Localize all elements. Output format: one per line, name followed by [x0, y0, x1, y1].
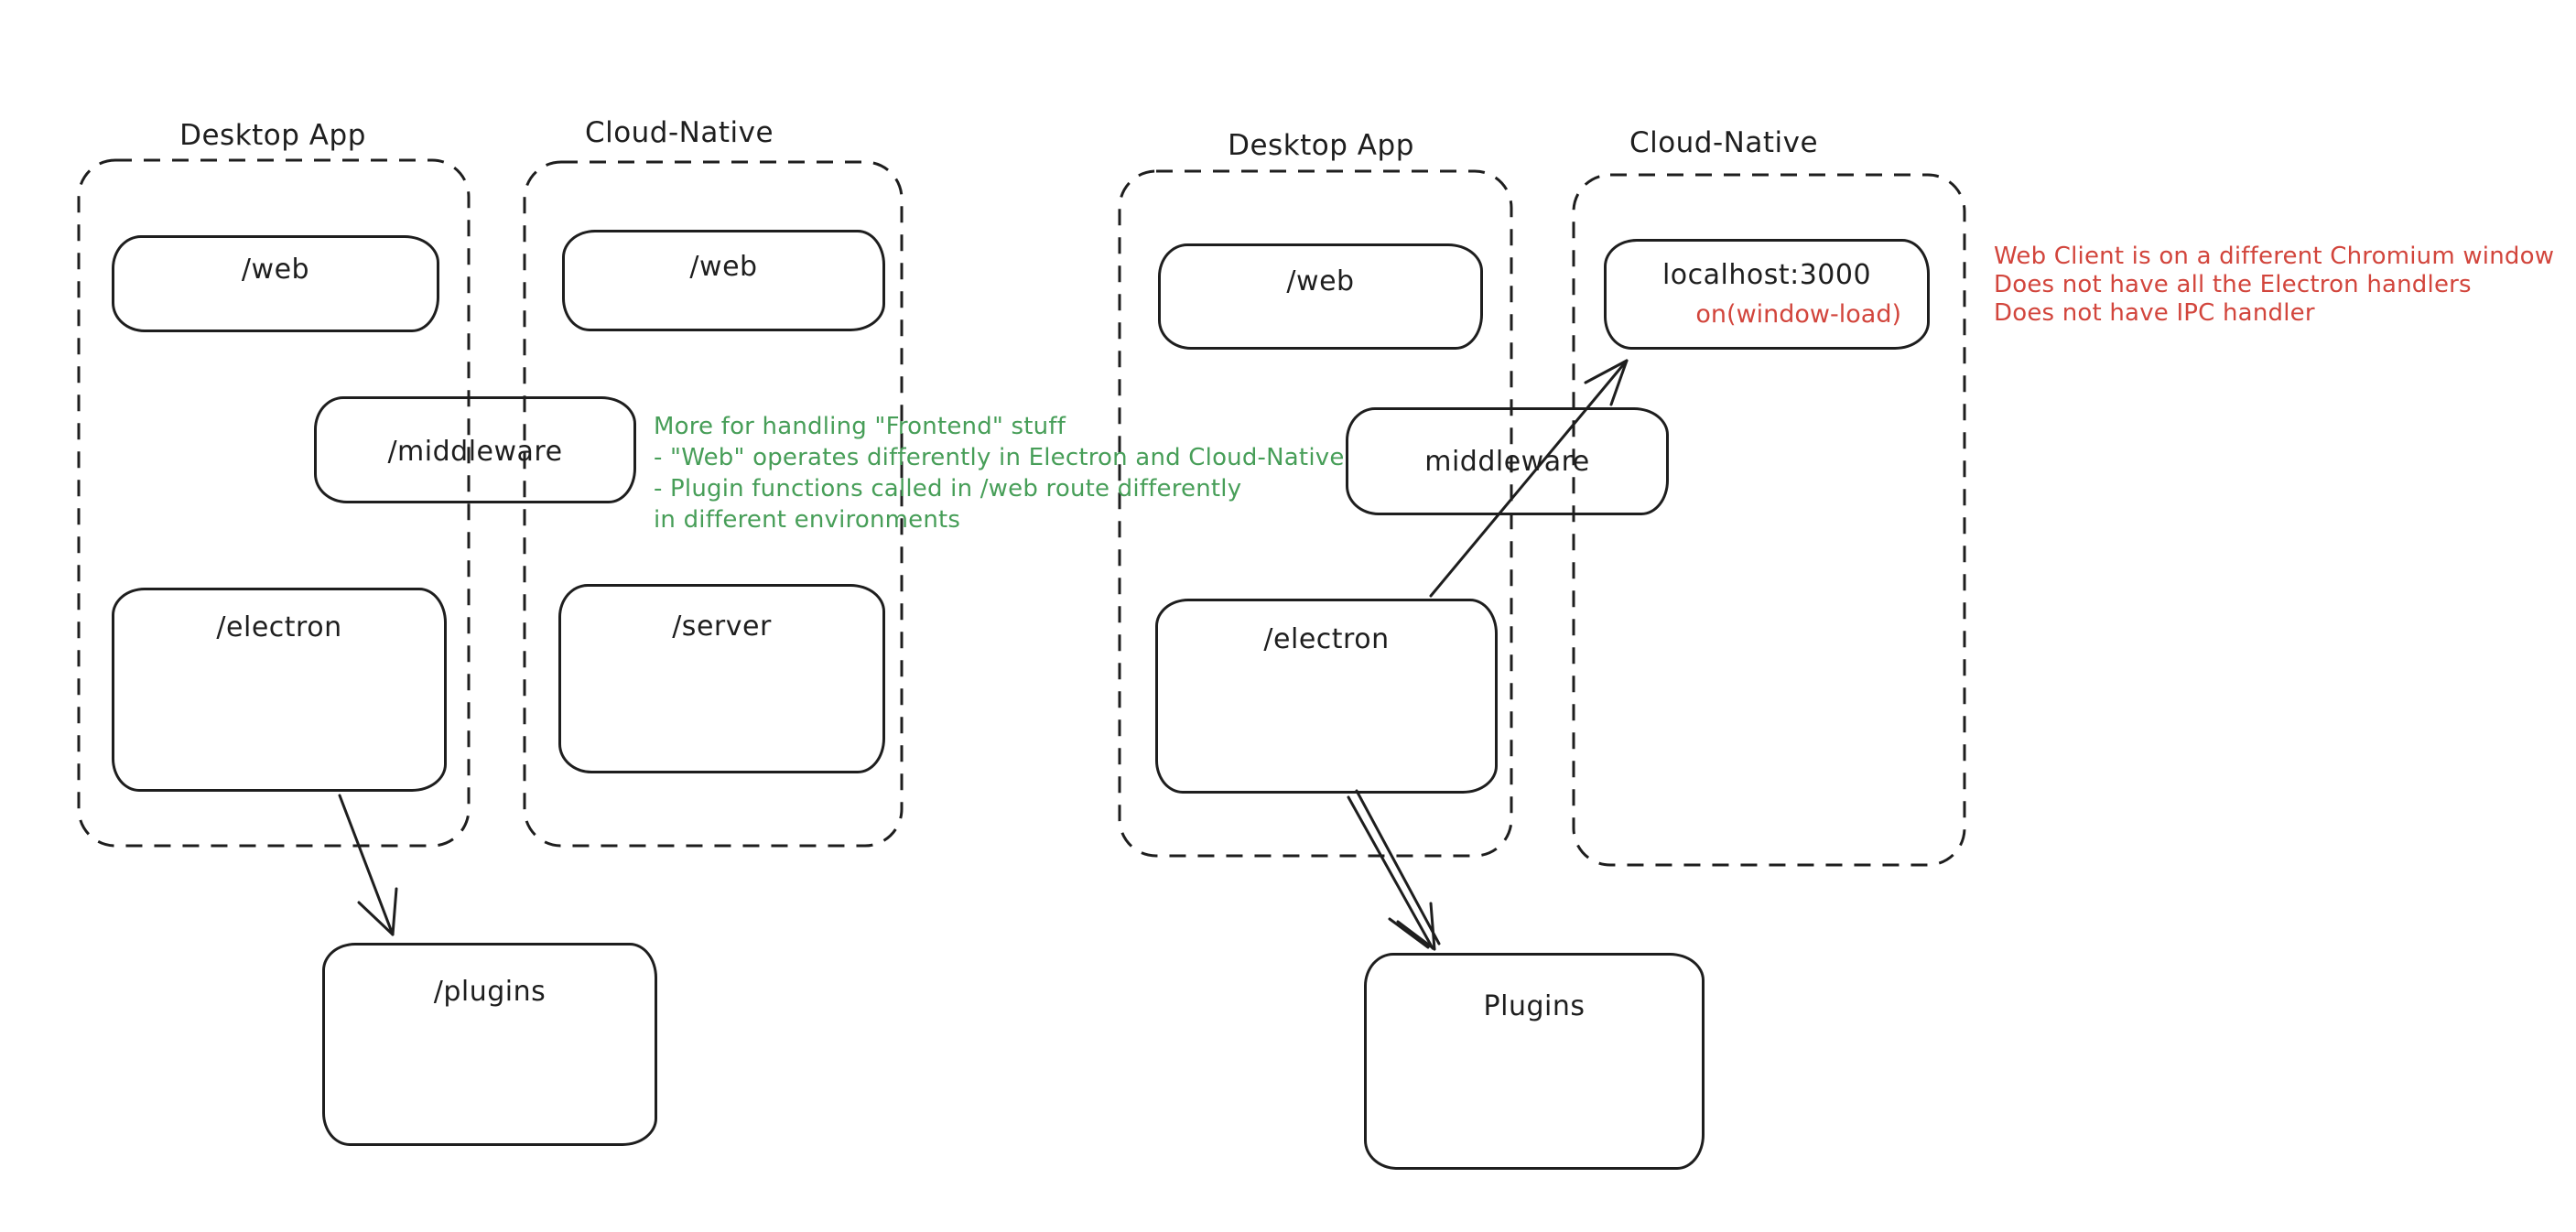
- green-note-line-2: - "Web" operates differently in Electron…: [654, 444, 1345, 471]
- right-red-note: Web Client is on a different Chromium wi…: [1994, 243, 2554, 328]
- green-note-line-1: More for handling "Frontend" stuff: [654, 413, 1066, 440]
- left-desktop-app-container: [77, 158, 471, 848]
- right-electron-label: /electron: [1263, 623, 1390, 655]
- left-server-box: /server: [558, 584, 885, 773]
- left-web-desktop-label: /web: [241, 254, 310, 286]
- right-localhost-box: localhost:3000 on(window-load): [1604, 239, 1930, 350]
- left-middleware-label: /middleware: [387, 436, 563, 468]
- left-plugins-label: /plugins: [433, 976, 547, 1008]
- left-green-note: More for handling "Frontend" stuff - "We…: [654, 411, 1345, 535]
- left-cloud-native-container: [523, 160, 904, 848]
- right-window-load-label: on(window-load): [1695, 300, 1901, 329]
- green-note-line-4: in different environments: [654, 506, 961, 534]
- right-plugins-box: Plugins: [1364, 953, 1705, 1170]
- right-localhost-label: localhost:3000: [1661, 259, 1872, 291]
- left-middleware-box: /middleware: [314, 396, 636, 503]
- right-desktop-app-title: Desktop App: [1228, 129, 1414, 162]
- right-middleware-label: middleware: [1424, 446, 1590, 478]
- left-electron-box: /electron: [112, 588, 447, 792]
- left-electron-label: /electron: [216, 611, 342, 643]
- right-web-desktop-box: /web: [1158, 243, 1483, 350]
- right-plugins-label: Plugins: [1483, 990, 1586, 1022]
- right-middleware-box: middleware: [1346, 407, 1669, 515]
- right-cloud-native-title: Cloud-Native: [1629, 126, 1819, 159]
- red-note-line-3: Does not have IPC handler: [1994, 299, 2315, 327]
- left-desktop-app-title: Desktop App: [179, 119, 366, 152]
- left-web-cloud-label: /web: [689, 251, 758, 283]
- left-plugins-box: /plugins: [322, 943, 657, 1146]
- right-electron-box: /electron: [1155, 599, 1498, 794]
- left-web-desktop-box: /web: [112, 235, 439, 332]
- left-server-label: /server: [672, 611, 772, 643]
- left-web-cloud-box: /web: [562, 230, 885, 331]
- left-cloud-native-title: Cloud-Native: [584, 116, 774, 149]
- red-note-line-2: Does not have all the Electron handlers: [1994, 271, 2472, 298]
- green-note-line-3: - Plugin functions called in /web route …: [654, 475, 1242, 503]
- right-web-desktop-label: /web: [1286, 265, 1355, 297]
- red-note-line-1: Web Client is on a different Chromium wi…: [1994, 243, 2555, 270]
